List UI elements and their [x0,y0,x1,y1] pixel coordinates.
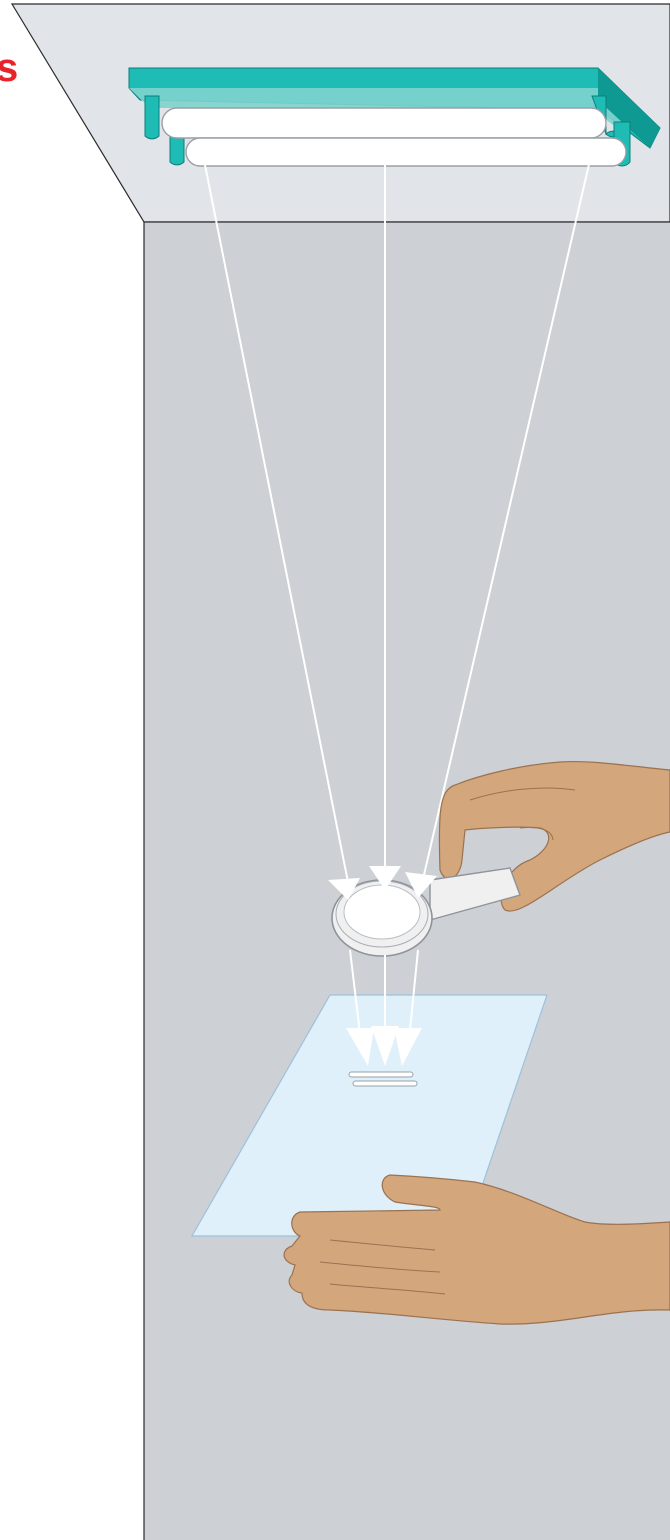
wall [144,222,670,1540]
fluorescent-lamp-icon [129,68,660,166]
